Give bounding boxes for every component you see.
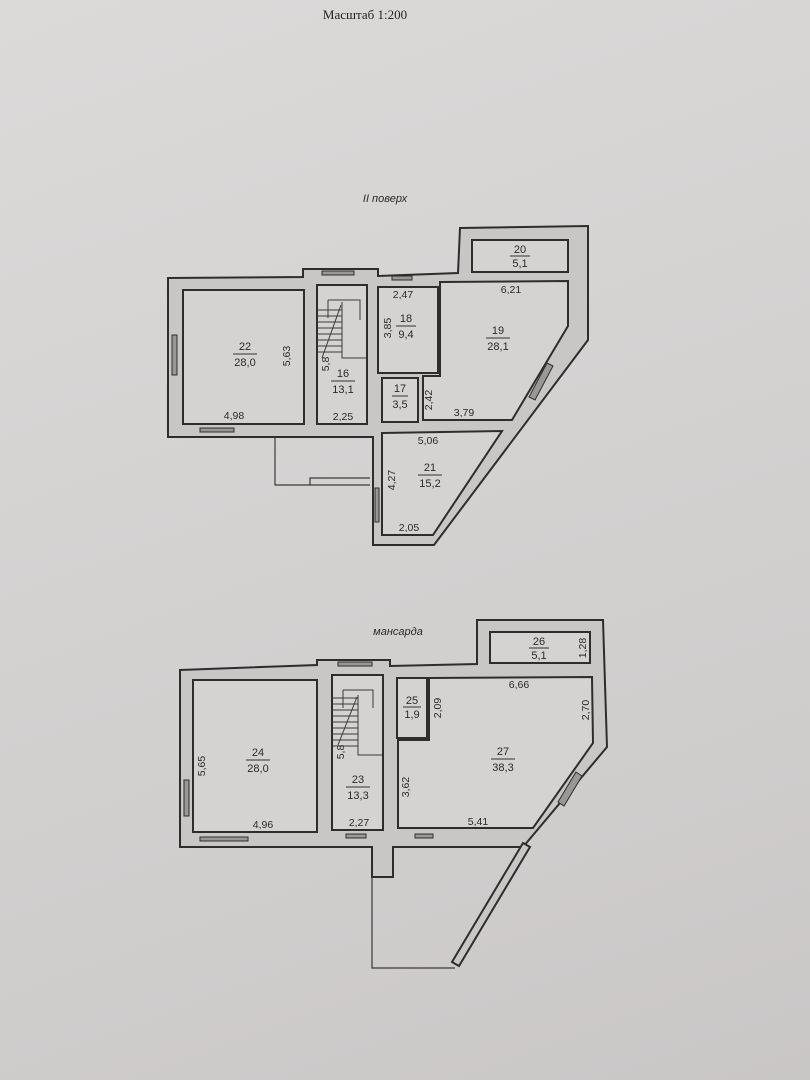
dimension-label: 4,98	[224, 410, 245, 422]
dimension-label: 2,05	[399, 522, 420, 534]
window	[337, 661, 373, 667]
dimension-label: 6,66	[509, 679, 530, 691]
room-label-20: 205,1	[510, 244, 530, 270]
svg-text:27: 27	[497, 746, 509, 758]
dimension-label: 5,06	[418, 435, 439, 447]
room-17	[381, 377, 419, 423]
room-22	[182, 289, 305, 425]
window	[557, 771, 583, 807]
svg-text:22: 22	[239, 341, 251, 353]
svg-text:38,3: 38,3	[492, 762, 513, 774]
svg-text:16: 16	[337, 368, 349, 380]
svg-text:5,1: 5,1	[512, 258, 527, 270]
dimension-label: 2,27	[349, 817, 370, 829]
staircase-icon	[318, 299, 366, 359]
scale-label: Масштаб 1:200	[323, 7, 407, 22]
svg-text:28,0: 28,0	[234, 357, 255, 369]
svg-text:17: 17	[394, 383, 406, 395]
svg-text:5,1: 5,1	[531, 650, 546, 662]
room-19	[422, 279, 569, 421]
dimension-label: 6,21	[501, 284, 522, 296]
svg-text:1,9: 1,9	[404, 709, 419, 721]
room-label-17: 173,5	[392, 383, 408, 411]
room-label-16: 16 13,1	[331, 368, 355, 396]
room-label-21: 21 15,2	[418, 462, 442, 490]
floor-title: II поверх	[363, 193, 408, 205]
room-label-24: 24 28,0	[246, 747, 270, 775]
room-label-25: 251,9	[403, 695, 421, 721]
window	[199, 836, 249, 842]
dimension-label: 5,8	[320, 357, 332, 372]
window	[199, 427, 235, 433]
svg-text:28,0: 28,0	[247, 763, 268, 775]
dimension-label: 2,09	[432, 698, 444, 719]
dimension-label: 2,42	[423, 390, 435, 411]
room-label-22: 22 28,0	[233, 341, 257, 369]
staircase-icon	[333, 689, 382, 756]
room-21	[381, 429, 504, 536]
dimension-label: 3,62	[400, 777, 412, 798]
dimension-label: 5,41	[468, 816, 489, 828]
svg-text:15,2: 15,2	[419, 478, 440, 490]
svg-text:20: 20	[514, 244, 526, 256]
diagonal-wall	[450, 841, 532, 968]
dimension-label: 2,47	[393, 289, 414, 301]
room-label-26: 265,1	[529, 636, 549, 662]
svg-text:28,1: 28,1	[487, 341, 508, 353]
dimension-label: 3,85	[382, 318, 394, 339]
window	[391, 275, 413, 281]
window	[528, 362, 554, 401]
svg-text:26: 26	[533, 636, 545, 648]
dimension-label: 4,27	[386, 470, 398, 491]
svg-text:3,5: 3,5	[392, 399, 407, 411]
dimension-label: 3,79	[454, 407, 475, 419]
window	[321, 270, 355, 276]
dimension-label: 5,8	[335, 745, 347, 760]
window	[374, 487, 380, 523]
svg-text:23: 23	[352, 774, 364, 786]
window	[414, 833, 434, 839]
svg-text:25: 25	[406, 695, 418, 707]
floor-title: мансарда	[373, 626, 423, 638]
room-25	[396, 677, 428, 739]
room-label-23: 23 13,3	[346, 774, 370, 802]
room-18	[377, 286, 439, 374]
room-label-27: 27 38,3	[491, 746, 515, 774]
window	[171, 334, 178, 376]
svg-text:18: 18	[400, 313, 412, 325]
dimension-label: 2,25	[333, 411, 354, 423]
svg-text:24: 24	[252, 747, 264, 759]
dimension-label: 5,63	[281, 346, 293, 367]
dimension-label: 4,96	[253, 819, 274, 831]
room-label-18: 189,4	[396, 313, 416, 341]
svg-text:13,3: 13,3	[347, 790, 368, 802]
porch-outline	[274, 437, 370, 486]
room-label-19: 19 28,1	[486, 325, 510, 353]
dimension-label: 5,65	[196, 756, 208, 777]
window	[183, 779, 190, 817]
svg-text:13,1: 13,1	[332, 384, 353, 396]
room-24	[192, 679, 318, 833]
room-27	[397, 675, 595, 829]
dimension-label: 2,70	[580, 700, 592, 721]
terrace-outline	[371, 877, 455, 969]
svg-text:9,4: 9,4	[398, 329, 413, 341]
svg-text:21: 21	[424, 462, 436, 474]
porch-step	[309, 477, 370, 485]
svg-text:19: 19	[492, 325, 504, 337]
window	[345, 833, 367, 839]
dimension-label: 1,28	[577, 638, 589, 659]
